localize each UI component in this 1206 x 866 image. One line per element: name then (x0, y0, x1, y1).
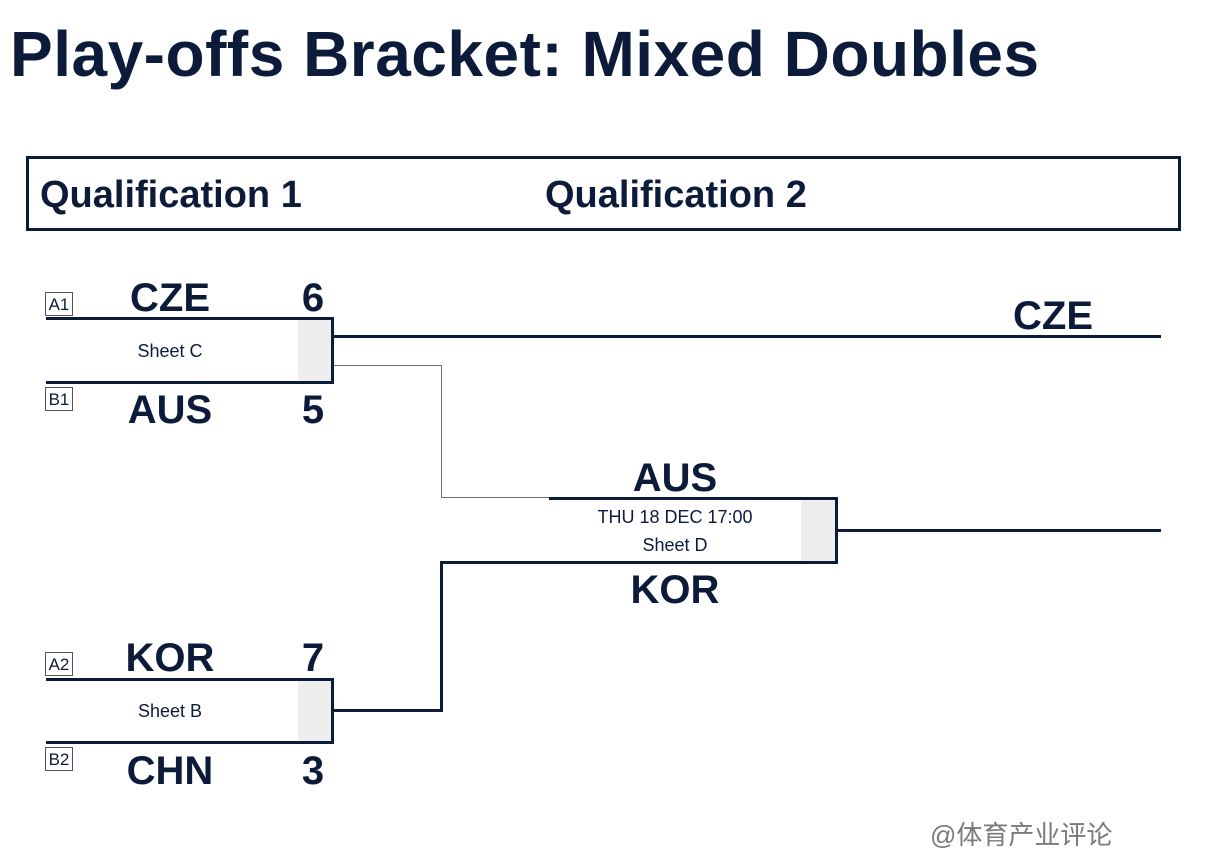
qual1-winner-line (331, 335, 1161, 338)
game1-top-line (46, 317, 334, 320)
game1-loser-connector-h1 (334, 365, 442, 366)
game1-bottom-seed: B1 (45, 387, 73, 411)
game2-top-team: KOR (125, 636, 215, 680)
game2-top-seed: A2 (45, 652, 73, 676)
game2-sheet: Sheet B (137, 701, 203, 721)
game1-score-box (298, 320, 331, 383)
game2-score-box (298, 681, 331, 743)
game2-bottom-team: CHN (126, 749, 214, 793)
game2-winner-connector-h (331, 709, 443, 712)
game1-top-team: CZE (130, 276, 210, 320)
game1-right-line (331, 317, 334, 384)
game1-bottom-score: 5 (301, 388, 325, 432)
game2-top-line (46, 678, 334, 681)
watermark-text: @体育产业评论 (930, 820, 1113, 850)
qual2-winner-line (835, 529, 1161, 532)
game1-top-score: 6 (301, 276, 325, 320)
game1-loser-connector-h2 (441, 497, 551, 498)
qual2-top-line (549, 497, 838, 500)
round-label-qualification-2: Qualification 2 (545, 174, 807, 216)
qual2-datetime: THU 18 DEC 17:00 (597, 507, 753, 527)
rounds-header (26, 156, 1181, 231)
game2-winner-connector-v (440, 561, 443, 712)
qual2-top-team: AUS (632, 456, 718, 500)
game2-bottom-score: 3 (301, 749, 325, 793)
game2-bottom-seed: B2 (45, 747, 73, 771)
game2-top-score: 7 (301, 636, 325, 680)
game1-bottom-team: AUS (127, 388, 213, 432)
qual2-sheet: Sheet D (642, 535, 708, 555)
game1-sheet: Sheet C (137, 341, 203, 361)
qual2-score-box (801, 500, 835, 563)
qual1-winner-team: CZE (1013, 294, 1093, 338)
qual2-bottom-team: KOR (630, 568, 720, 612)
game1-loser-connector-v (441, 365, 442, 498)
game2-bottom-line (46, 741, 334, 744)
page-title: Play-offs Bracket: Mixed Doubles (10, 18, 1040, 90)
game1-top-seed: A1 (45, 292, 73, 316)
qual2-bottom-line (441, 561, 838, 564)
game1-bottom-line (46, 381, 334, 384)
round-label-qualification-1: Qualification 1 (40, 174, 302, 216)
